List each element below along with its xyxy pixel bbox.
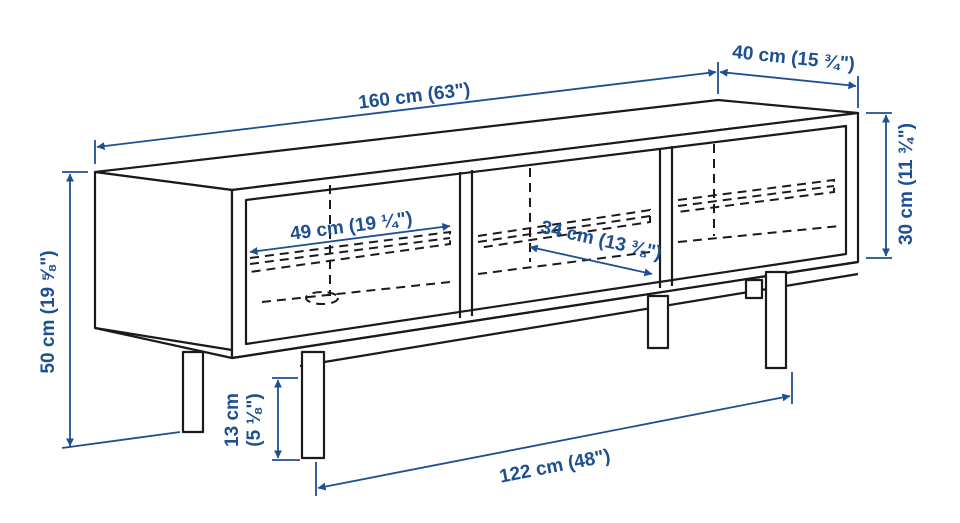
- label-leg-height-1: 13 cm: [222, 393, 243, 447]
- label-height: 50 cm (19 ⅝"): [38, 250, 59, 373]
- depth-dim-line: [719, 68, 857, 90]
- label-compartment-height: 30 cm (11 ¾"): [896, 123, 917, 245]
- leg-span-dim-line: [317, 393, 791, 491]
- left-bottom-edge: [94, 326, 233, 352]
- width-dim-line: [96, 68, 717, 151]
- base-rail-front: [231, 260, 859, 360]
- label-depth: 40 cm (15 ¾"): [731, 42, 856, 75]
- leg-back-left: [181, 350, 205, 434]
- label-leg-height-2: (5 ⅛"): [244, 393, 265, 446]
- dimension-lines: [61, 62, 892, 496]
- cabinet: [93, 98, 860, 368]
- shelf-middle-dim-line: [529, 244, 653, 277]
- shelf-left-dim-line: [249, 223, 451, 255]
- left-side-panel: [93, 170, 234, 360]
- label-leg-span: 122 cm (48"): [498, 446, 612, 488]
- front-opening: [244, 124, 848, 346]
- leg-back-right: [646, 294, 670, 350]
- leg-front-right: [764, 270, 788, 370]
- leg-stub-rear: [744, 278, 764, 300]
- leg-front-left: [300, 350, 326, 460]
